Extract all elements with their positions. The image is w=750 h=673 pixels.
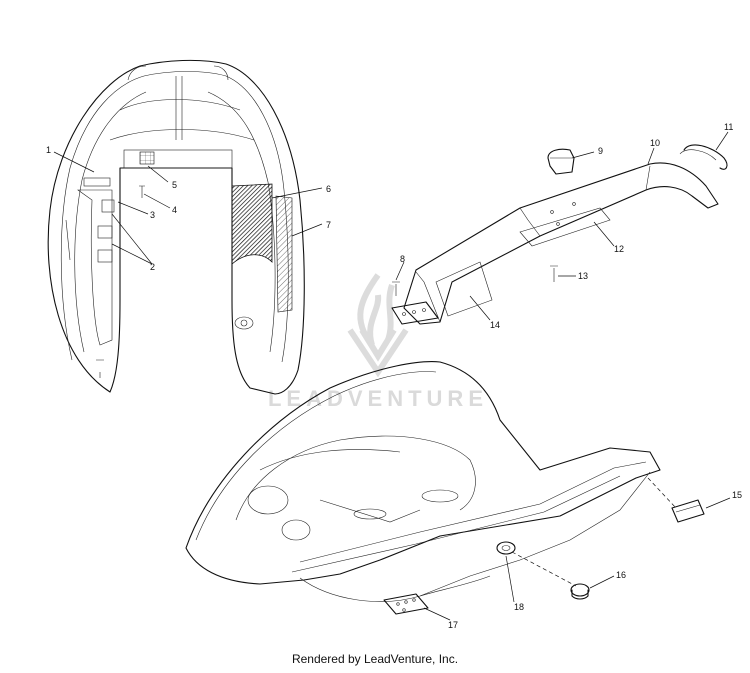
storage-tray-assembly bbox=[391, 144, 728, 325]
callout-2[interactable]: 2 bbox=[150, 262, 155, 272]
callout-14[interactable]: 14 bbox=[490, 320, 500, 330]
render-credit: Rendered by LeadVenture, Inc. bbox=[291, 652, 459, 666]
leadventure-flame-logo-icon bbox=[347, 273, 409, 378]
callout-15[interactable]: 15 bbox=[732, 490, 742, 500]
hatched-mat-panel bbox=[231, 183, 273, 265]
hull-perspective-view bbox=[185, 361, 705, 615]
leader-lines bbox=[53, 131, 731, 621]
callout-3[interactable]: 3 bbox=[150, 210, 155, 220]
callout-16[interactable]: 16 bbox=[616, 570, 626, 580]
side-mat-strip bbox=[275, 195, 293, 313]
callout-18[interactable]: 18 bbox=[514, 602, 524, 612]
watermark: LEADVENTURE bbox=[268, 273, 488, 411]
small-decal-panel bbox=[139, 151, 155, 165]
callout-13[interactable]: 13 bbox=[578, 271, 588, 281]
callout-6[interactable]: 6 bbox=[326, 184, 331, 194]
callout-17[interactable]: 17 bbox=[448, 620, 458, 630]
callout-12[interactable]: 12 bbox=[614, 244, 624, 254]
callout-1[interactable]: 1 bbox=[46, 145, 51, 155]
hull-top-view bbox=[47, 59, 305, 395]
callout-7[interactable]: 7 bbox=[326, 220, 331, 230]
callout-5[interactable]: 5 bbox=[172, 180, 177, 190]
callout-10[interactable]: 10 bbox=[650, 138, 660, 148]
callout-11[interactable]: 11 bbox=[724, 122, 733, 132]
callout-9[interactable]: 9 bbox=[598, 146, 603, 156]
watermark-text: LEADVENTURE bbox=[268, 386, 488, 411]
callout-4[interactable]: 4 bbox=[172, 205, 177, 215]
callout-8[interactable]: 8 bbox=[400, 254, 405, 264]
callout-labels: 1 2 3 4 5 6 7 8 9 10 11 12 13 14 15 16 1… bbox=[46, 122, 742, 630]
